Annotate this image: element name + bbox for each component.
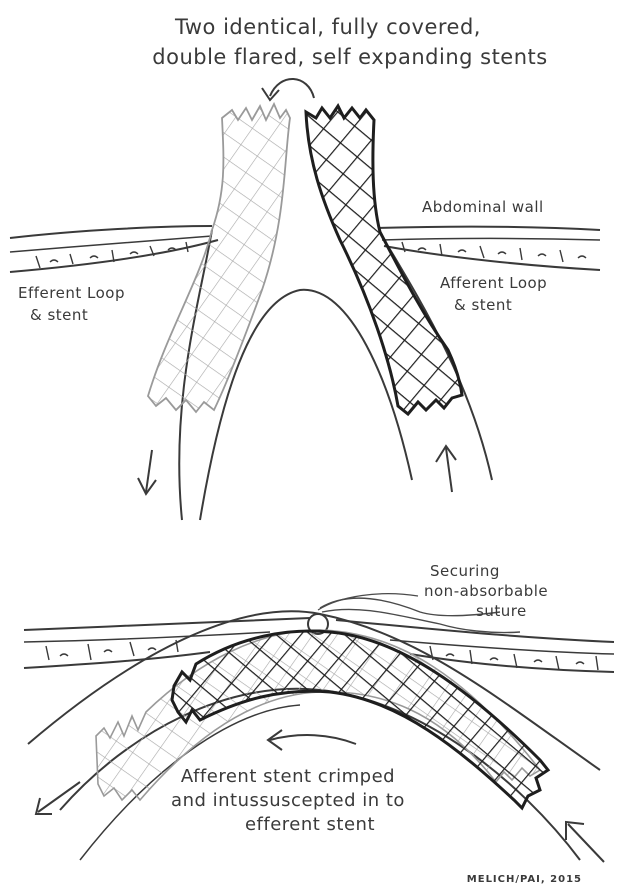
afferent-label-line-2: & stent	[454, 296, 512, 314]
efferent-label-line-1: Efferent Loop	[18, 284, 125, 302]
abdominal-wall-right	[378, 227, 600, 270]
abdominal-wall-label: Abdominal wall	[422, 198, 544, 216]
signature: MELICH/PAI, 2015	[467, 874, 582, 885]
title-line-2: double flared, self expanding stents	[152, 45, 547, 69]
up-left-arrow-icon	[566, 822, 604, 862]
crimp-arrow-icon	[268, 730, 356, 750]
left-down-arrow-icon	[36, 782, 80, 814]
top-panel: Abdominal wall Efferent Loop & stent Aff…	[10, 104, 600, 520]
curved-arrow-icon	[262, 79, 314, 100]
suture-label-line-2: non-absorbable	[424, 582, 548, 600]
efferent-label-line-2: & stent	[30, 306, 88, 324]
caption-line-1: Afferent stent crimped	[181, 766, 395, 787]
afferent-stent	[306, 106, 462, 414]
suture-label-line-1: Securing	[430, 562, 500, 580]
abdominal-wall-left	[10, 226, 218, 272]
caption-line-3: efferent stent	[245, 814, 375, 835]
suture-label-line-3: suture	[476, 602, 527, 620]
caption-line-2: and intussuscepted in to	[171, 790, 405, 811]
title-line-1: Two identical, fully covered,	[174, 15, 481, 39]
bottom-panel: Securing non-absorbable suture Afferent …	[24, 562, 614, 885]
efferent-stent	[148, 104, 290, 412]
afferent-label-line-1: Afferent Loop	[440, 274, 547, 292]
up-arrow-icon	[436, 446, 456, 492]
down-arrow-icon	[138, 450, 156, 494]
